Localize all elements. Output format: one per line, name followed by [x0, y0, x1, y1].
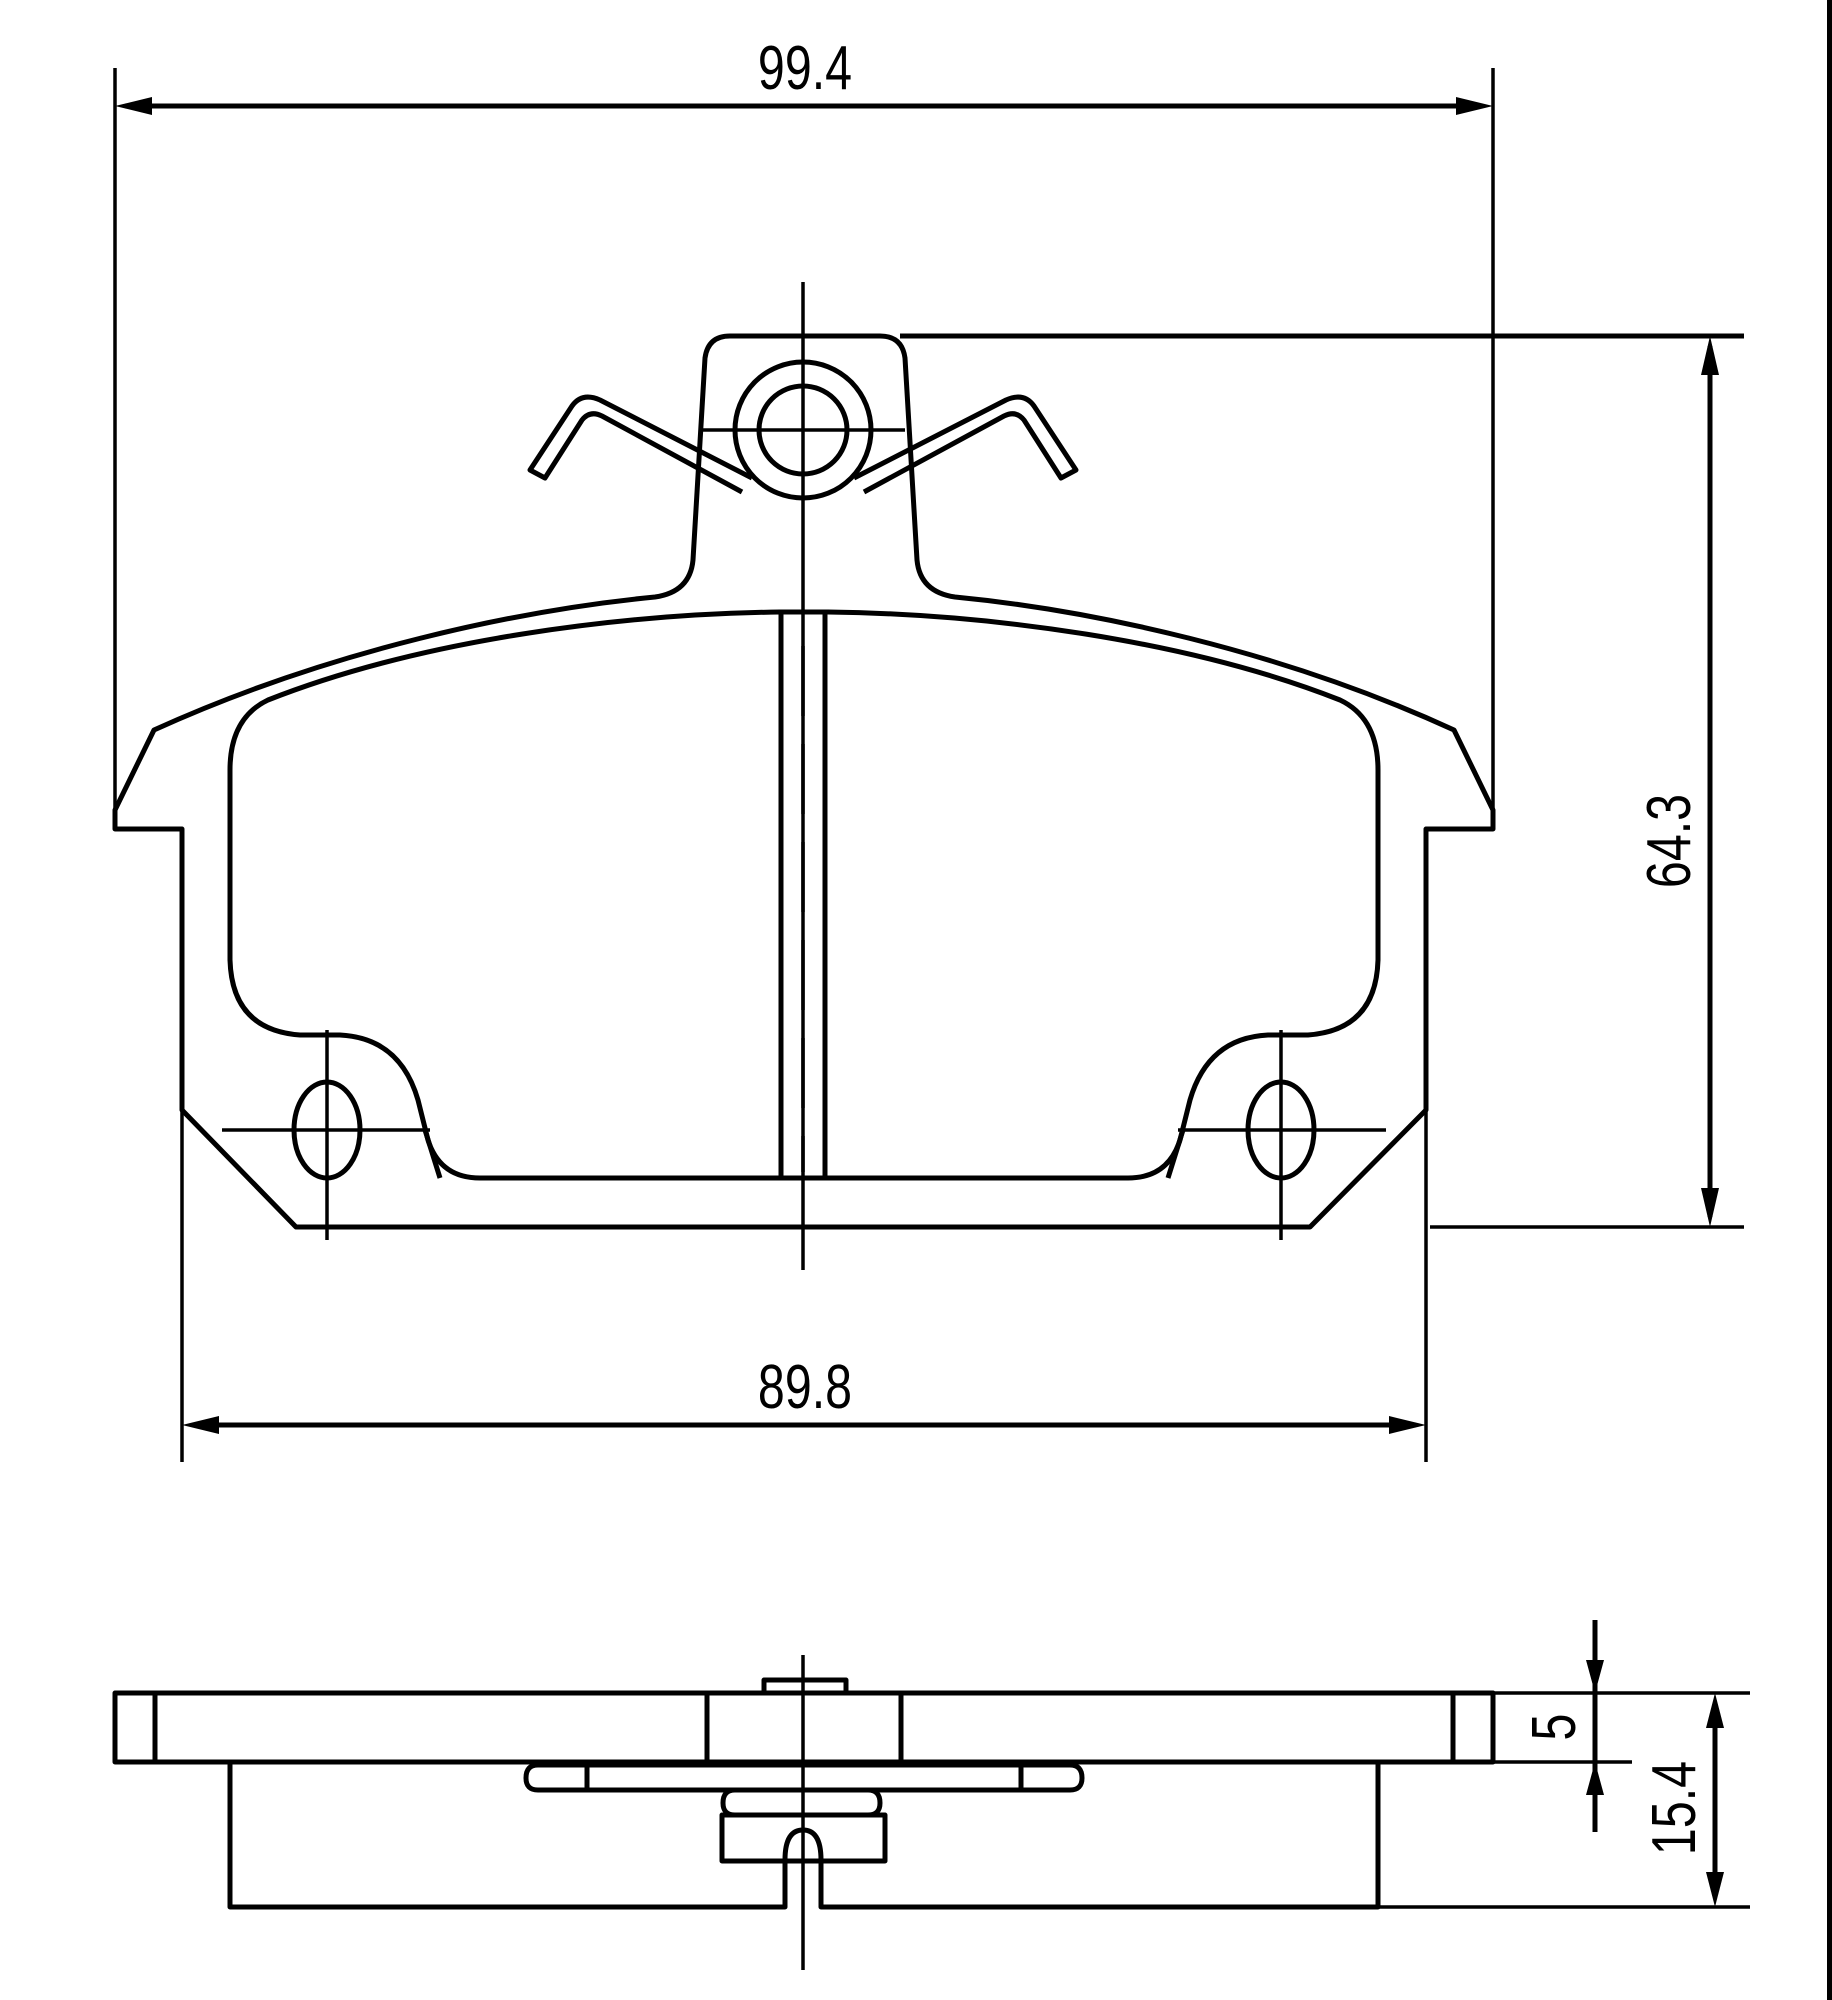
friction-material-outline: [227, 609, 1381, 1181]
dimension-backplate-thickness: [1493, 1620, 1750, 1832]
dimension-lower-width: [180, 1110, 1428, 1462]
label-total-thickness: 15.4: [1640, 1760, 1709, 1856]
dimension-total-thickness: [1378, 1693, 1750, 1909]
dimension-overall-width: [113, 68, 1495, 830]
mounting-hole-right: [1178, 1030, 1386, 1240]
mounting-hole-left: [222, 1030, 430, 1240]
label-lower-width: 89.8: [757, 1353, 853, 1422]
spring-boss: [700, 359, 905, 501]
label-overall-height: 64.3: [1635, 793, 1704, 889]
spring-wire: [527, 394, 1079, 495]
image-border: [1827, 0, 1832, 2000]
dimension-overall-height: [900, 333, 1744, 1229]
backplate-outline: [112, 333, 1496, 1230]
side-view: [112, 1620, 1750, 1970]
front-view: [112, 68, 1744, 1462]
label-overall-width: 99.4: [757, 34, 853, 103]
label-backplate-thickness: 5: [1520, 1713, 1589, 1741]
